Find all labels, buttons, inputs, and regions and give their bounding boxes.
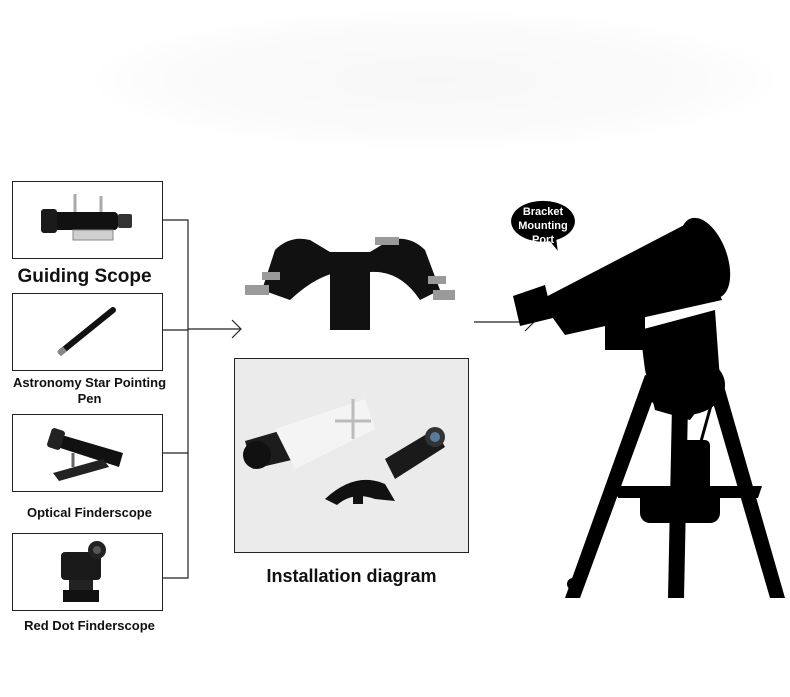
bubble-line-1: Bracket [522, 206, 564, 218]
optical-finderscope-label: Optical Finderscope [27, 505, 152, 520]
installation-diagram-image [234, 358, 469, 553]
guiding-scope-image [12, 181, 163, 259]
star-pointing-pen-label: Astronomy Star Pointing Pen [12, 375, 167, 407]
optical-finderscope-image [12, 414, 163, 492]
star-pointing-pen-image [12, 293, 163, 371]
bracket-port-bubble [511, 200, 575, 251]
background-glow [95, 10, 775, 150]
red-dot-finderscope-label: Red Dot Finderscope [24, 618, 155, 633]
bubble-line-3: Port [532, 234, 554, 246]
bubble-line-2: Mounting [518, 220, 568, 232]
red-dot-finderscope-image [12, 533, 163, 611]
installation-diagram-label: Installation diagram [266, 566, 437, 586]
bracket-port-bubble-text: Bracket Mounting Port [503, 205, 583, 247]
guiding-scope-label: Guiding Scope [17, 266, 152, 287]
